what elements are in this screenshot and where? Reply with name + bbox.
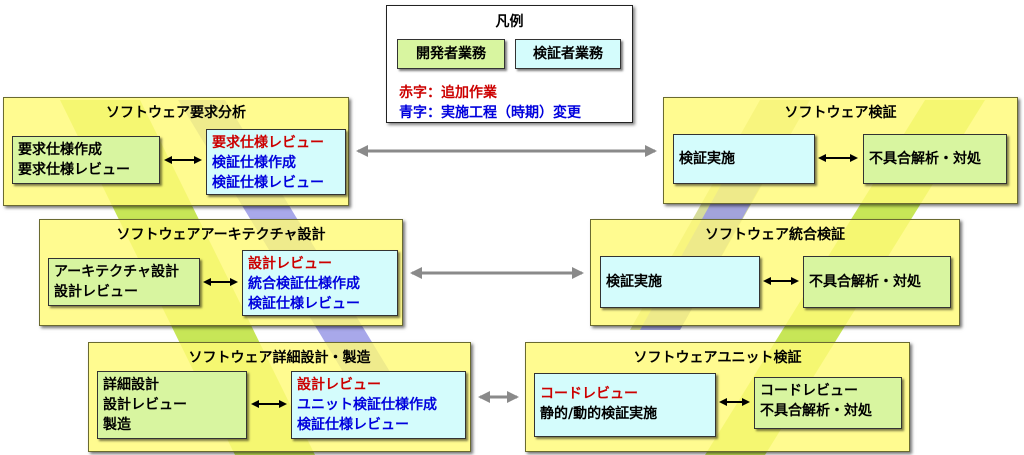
task-line-added: 要求仕様レビュー [212, 135, 324, 151]
phase-title: ソフトウェアアーキテクチャ設計 [116, 227, 326, 243]
task-line-moved: ユニット検証仕様作成 [297, 397, 437, 413]
task-line: 不具合解析・対処 [760, 403, 872, 419]
task-line-added: 設計レビュー [248, 256, 332, 272]
developer-task-box: 不具合解析・対処 [863, 134, 1007, 184]
task-line-added: 設計レビュー [297, 377, 381, 393]
phase-title: ソフトウェア要求分析 [106, 105, 246, 121]
verifier-task-box: 設計レビュー 統合検証仕様作成 検証仕様レビュー [242, 250, 398, 316]
task-line-moved: 検証仕様レビュー [212, 175, 324, 191]
task-line-moved: 検証仕様レビュー [297, 417, 409, 433]
phase-integration-verification: ソフトウェア統合検証 検証実施 不具合解析・対処 [590, 219, 960, 326]
phase-requirements-analysis: ソフトウェア要求分析 要求仕様作成 要求仕様レビュー 要求仕様レビュー 検証仕様… [3, 97, 349, 206]
legend-developer-task: 開発者業務 [397, 39, 505, 69]
developer-task-box: 要求仕様作成 要求仕様レビュー [12, 136, 160, 184]
verifier-task-box: 要求仕様レビュー 検証仕様作成 検証仕様レビュー [206, 129, 346, 195]
task-line: 不具合解析・対処 [809, 274, 921, 290]
verifier-task-box: 検証実施 [673, 134, 815, 184]
developer-task-box: 不具合解析・対処 [803, 256, 951, 308]
task-line-added: コードレビュー [540, 386, 638, 402]
phase-detailed-design-coding: ソフトウェア詳細設計・製造 詳細設計 設計レビュー 製造 設計レビュー ユニット… [88, 342, 471, 452]
phase-title: ソフトウェアユニット検証 [633, 350, 802, 366]
legend-blue-note: 青字：実施工程（時期）変更 [399, 105, 581, 121]
phase-architecture-design: ソフトウェアアーキテクチャ設計 アーキテクチャ設計 設計レビュー 設計レビュー … [39, 219, 403, 326]
task-line: 製造 [103, 417, 131, 433]
task-line-moved: 検証仕様レビュー [248, 296, 360, 312]
task-line: 要求仕様レビュー [18, 162, 130, 178]
task-line: 静的/動的検証実施 [540, 406, 658, 422]
legend-red-note: 赤字：追加作業 [399, 85, 497, 101]
verifier-task-box: 設計レビュー ユニット検証仕様作成 検証仕様レビュー [291, 371, 466, 439]
developer-task-box: 詳細設計 設計レビュー 製造 [97, 371, 247, 439]
task-line: 設計レビュー [103, 397, 187, 413]
task-line: アーキテクチャ設計 [54, 264, 180, 280]
verifier-task-box: コードレビュー 静的/動的検証実施 [534, 373, 716, 437]
developer-task-box: アーキテクチャ設計 設計レビュー [48, 258, 200, 306]
task-line-moved: 統合検証仕様作成 [248, 276, 360, 292]
task-line: 検証実施 [679, 151, 735, 167]
phase-unit-verification: ソフトウェアユニット検証 コードレビュー 静的/動的検証実施 コードレビュー 不… [525, 342, 910, 452]
developer-task-box: コードレビュー 不具合解析・対処 [754, 377, 902, 429]
legend: 凡例 開発者業務 検証者業務 赤字：追加作業 青字：実施工程（時期）変更 [386, 5, 633, 123]
task-line: 設計レビュー [54, 284, 138, 300]
legend-verifier-task: 検証者業務 [515, 39, 621, 69]
task-line: 不具合解析・対処 [869, 151, 981, 167]
phase-title: ソフトウェア検証 [784, 105, 897, 121]
task-line-moved: 検証仕様作成 [212, 155, 296, 171]
phase-title: ソフトウェア詳細設計・製造 [188, 350, 371, 366]
legend-title: 凡例 [495, 14, 524, 30]
task-line: 検証実施 [606, 274, 662, 290]
verifier-task-box: 検証実施 [600, 256, 760, 308]
task-line: コードレビュー [760, 383, 858, 399]
phase-title: ソフトウェア統合検証 [705, 227, 845, 243]
phase-software-verification: ソフトウェア検証 検証実施 不具合解析・対処 [663, 97, 1018, 204]
task-line: 詳細設計 [103, 377, 159, 393]
task-line: 要求仕様作成 [18, 142, 102, 158]
